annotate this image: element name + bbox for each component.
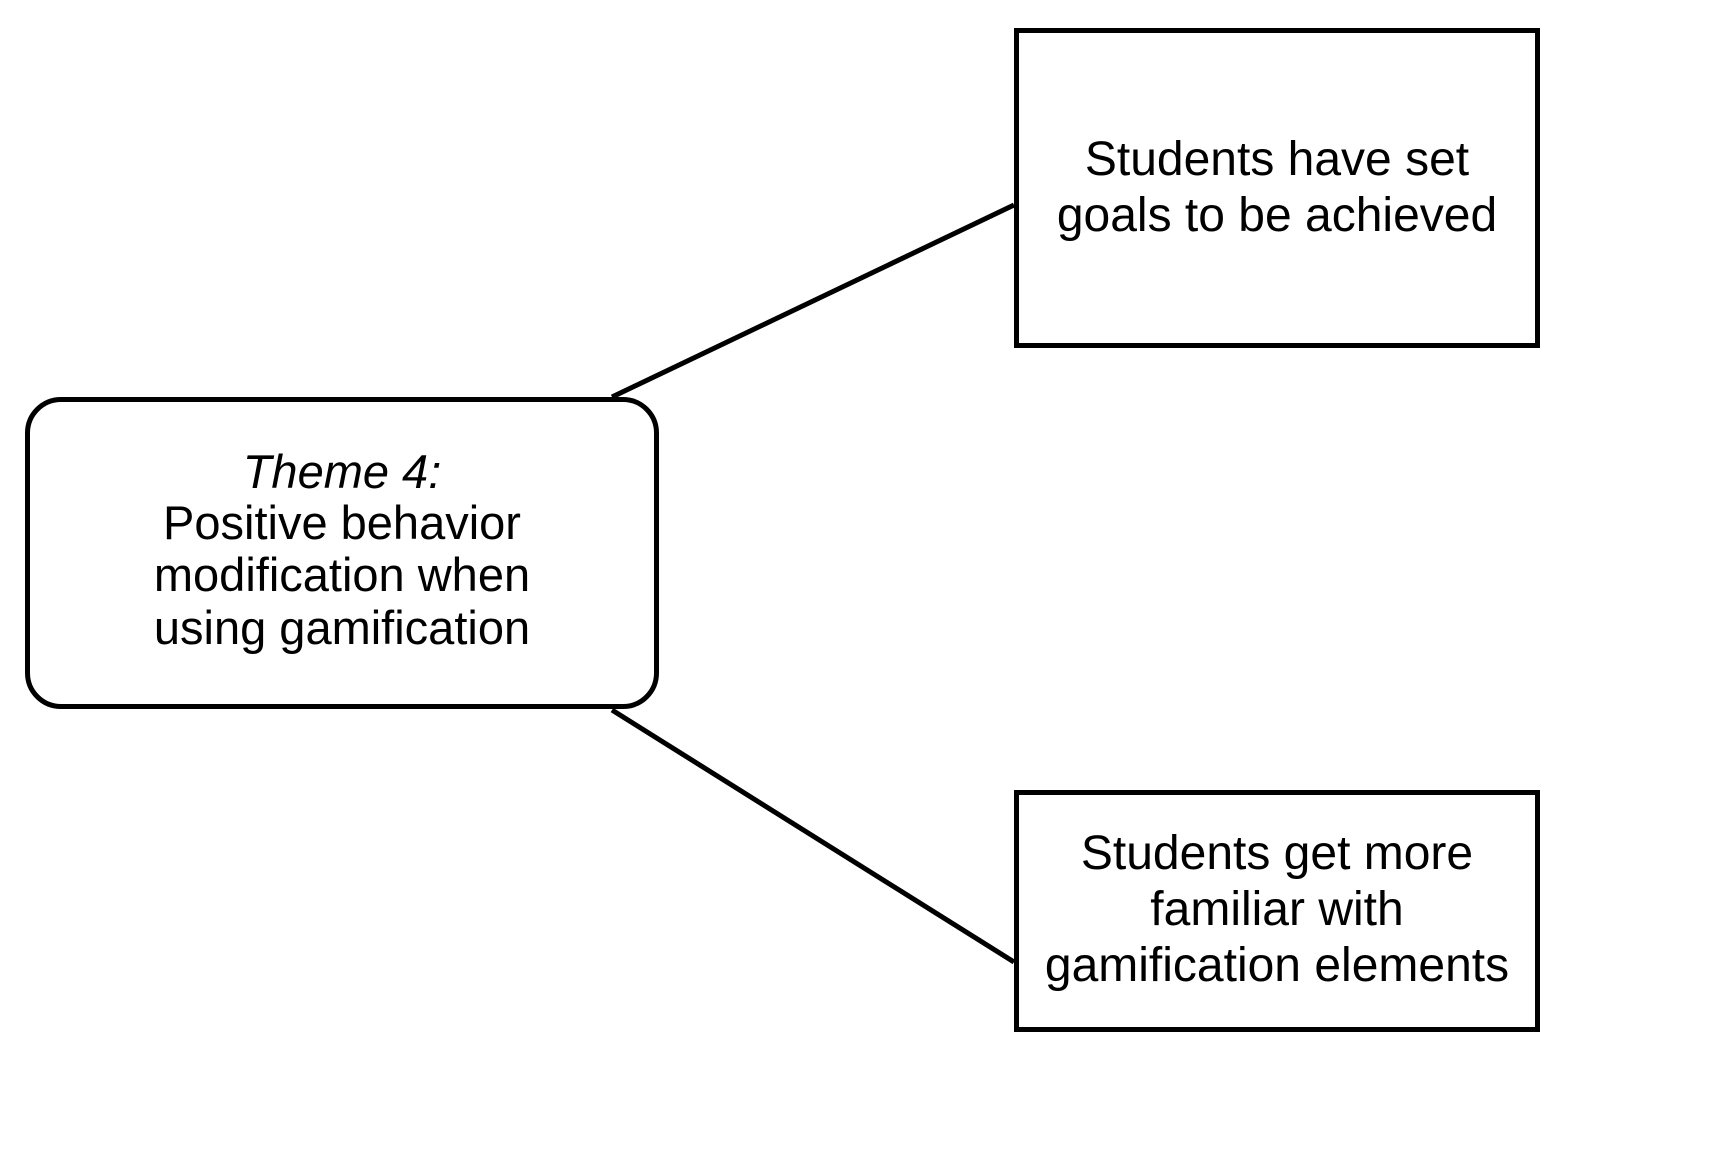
- theme-node-title: Theme 4:: [242, 444, 442, 498]
- theme-node-line-1: Positive behavior: [163, 496, 521, 550]
- branch-node-goals-text: Students have set goals to be achieved: [1057, 132, 1497, 243]
- branch-familiarity-line-2: familiar with: [1150, 882, 1404, 936]
- theme-node-root[interactable]: Theme 4: Positive behavior modification …: [25, 397, 659, 709]
- theme-node-body: Positive behavior modification when usin…: [153, 496, 531, 654]
- connector-root-to-familiarity: [610, 707, 1016, 965]
- branch-familiarity-line-1: Students get more: [1080, 826, 1474, 880]
- branch-node-familiarity[interactable]: Students get more familiar with gamifica…: [1014, 790, 1540, 1032]
- theme-node-line-3: using gamification: [153, 600, 531, 654]
- branch-familiarity-line-3: gamification elements: [1044, 939, 1510, 993]
- branch-node-familiarity-text: Students get more familiar with gamifica…: [1045, 826, 1509, 994]
- branch-goals-line-2: goals to be achieved: [1056, 189, 1498, 242]
- branch-goals-line-1: Students have set: [1084, 133, 1470, 187]
- connector-root-to-goals: [610, 202, 1016, 400]
- theme-node-line-2: modification when: [153, 548, 531, 602]
- branch-node-goals[interactable]: Students have set goals to be achieved: [1014, 28, 1540, 348]
